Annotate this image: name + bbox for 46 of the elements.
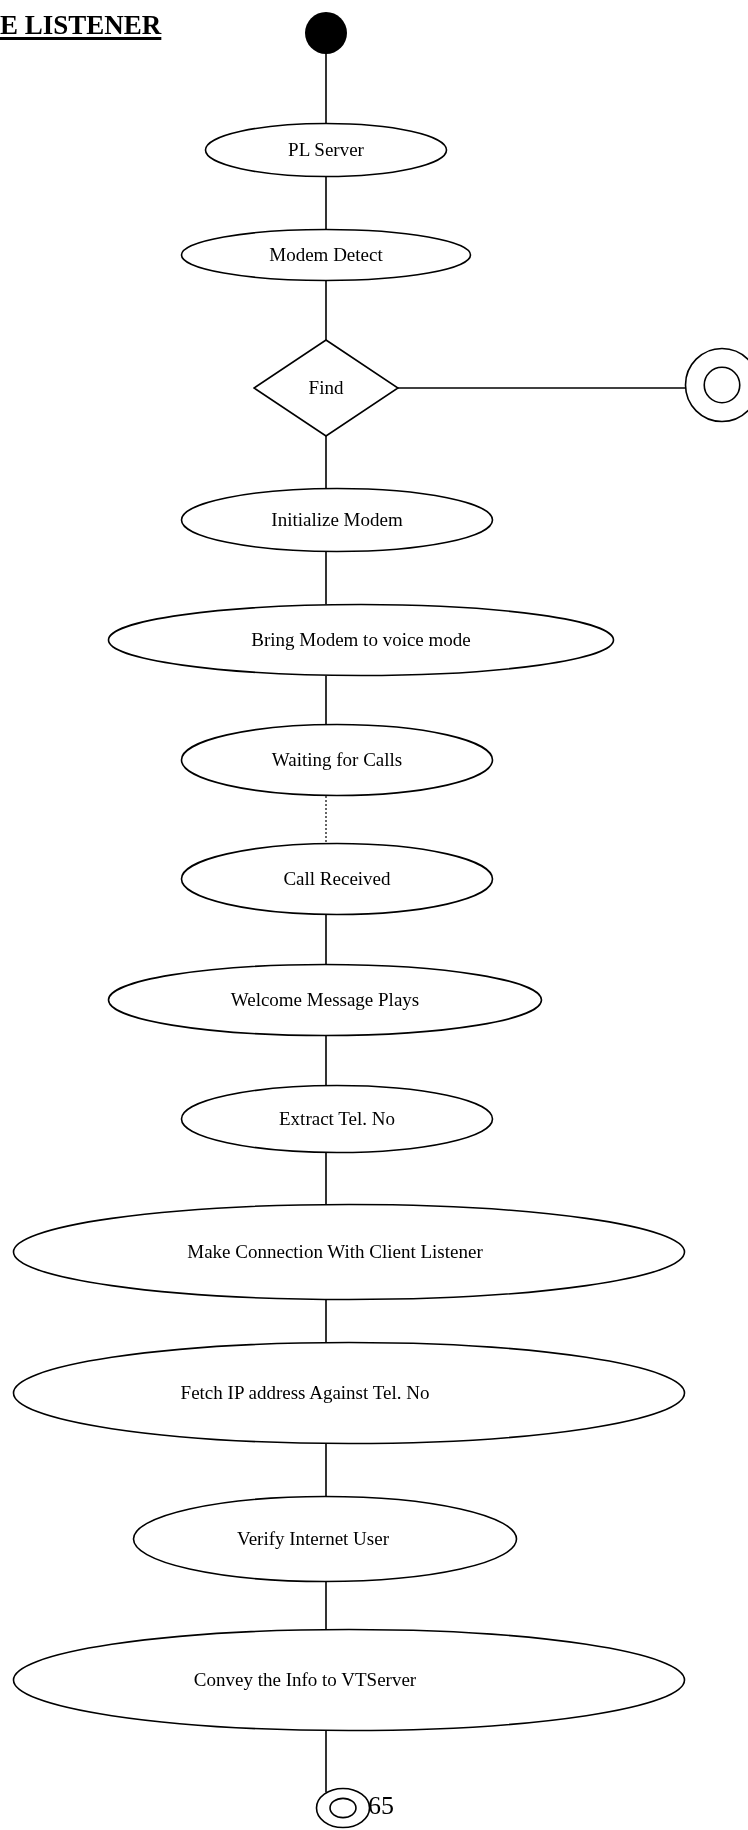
activity-label: Fetch IP address Against Tel. No xyxy=(180,1381,430,1405)
activity-label: Convey the Info to VTServer xyxy=(193,1668,417,1692)
activity-label: Make Connection With Client Listener xyxy=(187,1240,483,1264)
activity-ellipse xyxy=(180,1084,494,1154)
final-state-symbol xyxy=(684,347,748,423)
activity-label: Waiting for Calls xyxy=(271,748,403,772)
activity-ellipse xyxy=(132,1495,518,1583)
connector-line xyxy=(325,1581,327,1630)
connector-line xyxy=(325,1035,327,1086)
activity-label: Initialize Modem xyxy=(271,508,403,532)
activity-label: Find xyxy=(308,376,344,400)
activity-ellipse xyxy=(180,228,472,282)
connector-line xyxy=(397,387,686,389)
activity-ellipse xyxy=(107,603,615,677)
connector-line xyxy=(325,551,327,606)
connector-line xyxy=(325,1443,327,1497)
activity-label: Bring Modem to voice mode xyxy=(251,628,471,652)
activity-label: Verify Internet User xyxy=(237,1527,389,1551)
activity-label: PL Server xyxy=(288,138,364,162)
connector-line xyxy=(325,914,327,965)
dotted-connector xyxy=(325,795,327,844)
activity-ellipse xyxy=(180,723,494,797)
activity-ellipse xyxy=(107,963,543,1037)
connector-line xyxy=(325,1152,327,1205)
diagram-title: E LISTENER xyxy=(0,12,162,39)
connector-line xyxy=(325,53,327,124)
activity-label: Call Received xyxy=(283,867,391,891)
page-number: 65 xyxy=(368,1793,394,1819)
connector-line xyxy=(325,1730,327,1794)
activity-ellipse xyxy=(180,487,494,553)
connector-line xyxy=(325,435,327,489)
initial-state-dot xyxy=(304,11,348,55)
activity-ellipse xyxy=(12,1628,686,1732)
activity-ellipse xyxy=(180,842,494,916)
activity-ellipse xyxy=(12,1203,686,1301)
decision-diamond xyxy=(253,339,399,437)
activity-label: Welcome Message Plays xyxy=(230,988,420,1012)
connector-line xyxy=(325,176,327,230)
connector-line xyxy=(325,674,327,725)
connector-line xyxy=(325,280,327,341)
activity-label: Modem Detect xyxy=(269,243,383,267)
connector-line xyxy=(325,1299,327,1343)
activity-ellipse xyxy=(12,1341,686,1445)
final-state-symbol xyxy=(315,1787,371,1829)
activity-label: Extract Tel. No xyxy=(279,1107,395,1131)
activity-ellipse xyxy=(204,122,448,178)
